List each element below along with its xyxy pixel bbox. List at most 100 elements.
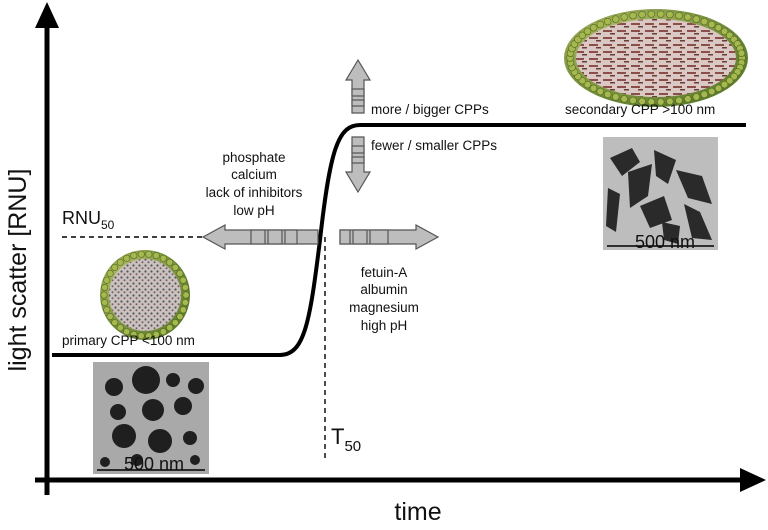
primary-cpp-micrograph — [93, 362, 209, 474]
particle-bead — [629, 96, 637, 105]
particle-bead — [152, 252, 160, 260]
particle-bead — [611, 93, 620, 101]
particle-bead — [116, 324, 124, 332]
particle-bead — [145, 250, 153, 258]
up-arrow — [344, 58, 372, 114]
particle-bead — [647, 98, 655, 106]
inhibitor-item: fetuin-A — [361, 265, 408, 280]
x-axis-arrowhead — [740, 468, 766, 492]
particle-bead — [589, 84, 598, 93]
particle-bead — [714, 84, 723, 93]
particle-bead — [145, 332, 153, 340]
particle-bead — [675, 11, 683, 20]
particle-bead — [684, 13, 692, 21]
particle-bead — [707, 87, 716, 96]
particle-bead — [137, 332, 145, 340]
inhibitor-list: fetuin-A albumin magnesium high pH — [349, 265, 419, 333]
particle-bead — [611, 15, 620, 23]
particle-bead — [714, 24, 723, 32]
particle-bead — [171, 319, 179, 327]
particle-bead — [176, 269, 184, 277]
particle-bead — [583, 80, 592, 89]
particle-bead — [106, 313, 114, 321]
precipitation-curve — [52, 123, 746, 357]
particle-bead — [116, 258, 124, 266]
particle-bead — [684, 95, 692, 103]
x-axis-label: time — [394, 498, 441, 525]
particle-bead — [101, 298, 109, 306]
particle-bead — [603, 90, 612, 99]
particle-bead — [181, 298, 189, 306]
particle-bead — [638, 97, 646, 106]
particle-bead — [666, 10, 674, 19]
axes — [35, 2, 766, 495]
primary-scale-bar-label: 500 nm — [124, 454, 184, 474]
particle-bead — [629, 11, 637, 20]
particle-bead — [589, 24, 598, 32]
particle-bead — [596, 20, 604, 29]
particle-bead — [130, 330, 138, 338]
particle-bead — [603, 17, 612, 26]
particle-bead — [692, 93, 700, 101]
particle-bead — [106, 269, 114, 277]
particle-bead — [675, 96, 683, 105]
particle-bead — [166, 324, 174, 332]
particle-bead — [100, 291, 108, 299]
particle-bead — [101, 283, 109, 291]
particle-bead — [152, 330, 160, 338]
particle-bead — [182, 291, 190, 299]
particle-bead — [583, 27, 592, 36]
particle-bead — [700, 90, 708, 99]
particle-bead — [720, 80, 729, 89]
particle-bead — [647, 10, 655, 18]
particle-bead — [103, 306, 111, 314]
promoter-list: phosphate calcium lack of inhibitors low… — [206, 150, 303, 218]
particle-bead — [656, 98, 665, 106]
particle-bead — [638, 10, 646, 19]
inhibitor-arrow — [339, 223, 440, 251]
inhibitor-item: high pH — [361, 318, 408, 333]
t50-label: T50 — [331, 424, 361, 455]
promoter-arrow — [201, 223, 319, 251]
particle-bead — [111, 319, 119, 327]
fewer-cpps-label: fewer / smaller CPPs — [371, 138, 497, 153]
particle-bead — [725, 76, 734, 85]
particle-bead — [123, 254, 131, 262]
particle-bead — [737, 49, 746, 57]
particle-bead — [620, 13, 628, 21]
particle-bead — [111, 263, 119, 271]
primary-cpp-label: primary CPP <100 nm — [62, 333, 195, 348]
particle-bead — [123, 328, 131, 336]
particle-bead — [666, 97, 674, 106]
particle-bead — [720, 27, 729, 36]
particle-bead — [181, 283, 189, 291]
particle-bead — [171, 263, 179, 271]
promoter-item: calcium — [231, 167, 277, 182]
particle-bead — [656, 10, 665, 18]
promoter-item: low pH — [233, 203, 274, 218]
inhibitor-item: magnesium — [349, 300, 419, 315]
particle-bead — [692, 15, 700, 23]
particle-bead — [103, 276, 111, 284]
particle-bead — [596, 87, 604, 96]
particle-bead — [179, 276, 187, 284]
y-axis-label: light scatter [RNU] — [4, 169, 32, 372]
particle-bead — [159, 254, 167, 262]
primary-cpp-illustration — [100, 250, 190, 340]
particle-bead — [578, 31, 586, 39]
secondary-cpp-illustration — [564, 9, 748, 107]
y-axis-arrowhead — [35, 2, 59, 28]
promoter-item: phosphate — [222, 150, 285, 165]
particle-bead — [707, 20, 716, 29]
particle-bead — [179, 306, 187, 314]
inhibitor-item: albumin — [360, 282, 407, 297]
secondary-cpp-label: secondary CPP >100 nm — [565, 102, 715, 117]
particle-bead — [620, 95, 628, 103]
particle-bead — [137, 250, 145, 258]
secondary-scale-bar-label: 500 nm — [635, 232, 695, 252]
more-cpps-label: more / bigger CPPs — [371, 102, 489, 117]
promoter-item: lack of inhibitors — [206, 185, 303, 200]
rnu50-label: RNU50 — [62, 208, 115, 232]
secondary-cpp-micrograph — [603, 137, 718, 250]
